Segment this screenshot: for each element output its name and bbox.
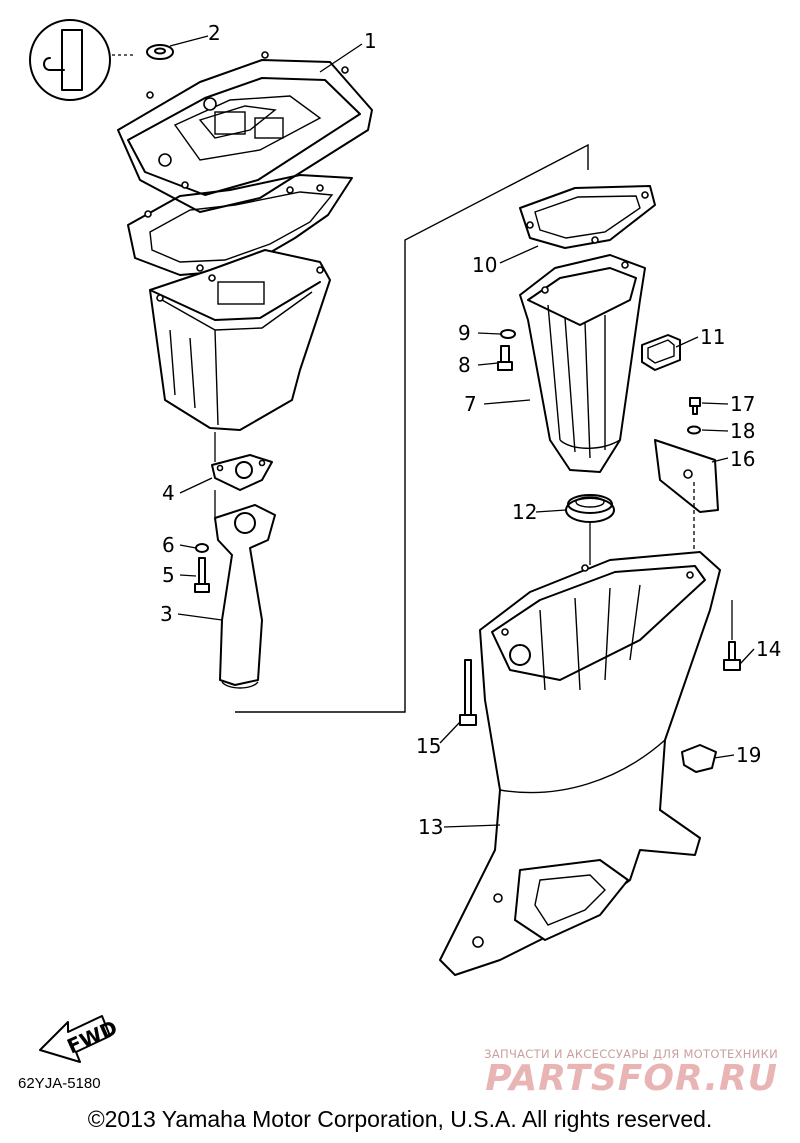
part-6-washer xyxy=(195,543,209,553)
callout-10: 10 xyxy=(472,253,497,277)
callout-5: 5 xyxy=(162,563,175,587)
part-number-labels: 1 2 3 4 5 6 7 8 9 10 11 12 13 14 15 16 1… xyxy=(160,21,781,839)
callout-leaders xyxy=(169,35,755,828)
callout-15: 15 xyxy=(416,734,441,758)
part-11-damper xyxy=(641,334,681,371)
part-17-bolt xyxy=(689,397,701,415)
part-5-bolt xyxy=(194,557,210,593)
callout-12: 12 xyxy=(512,500,537,524)
callout-7: 7 xyxy=(464,392,477,416)
part-oil-pan xyxy=(149,249,331,431)
part-14-bolt xyxy=(723,600,741,671)
fwd-arrow-icon: FWD xyxy=(39,1015,121,1063)
detail-inset xyxy=(29,19,136,101)
exploded-parts-diagram: FWD 1 2 3 4 5 6 7 8 9 10 11 12 13 xyxy=(29,19,781,1063)
assembly-divider-line xyxy=(235,143,589,713)
callout-16: 16 xyxy=(730,447,755,471)
part-15-bolt xyxy=(459,659,477,726)
callout-17: 17 xyxy=(730,392,755,416)
part-7-oil-pan xyxy=(519,254,646,473)
callout-11: 11 xyxy=(700,325,725,349)
part-4-gasket xyxy=(211,432,273,491)
callout-13: 13 xyxy=(418,815,443,839)
callout-19: 19 xyxy=(736,743,761,767)
part-8-bolt xyxy=(497,345,513,371)
part-3-exhaust-pipe xyxy=(214,490,276,689)
diagram-code: 62YJA-5180 xyxy=(18,1075,101,1092)
part-12-seal xyxy=(565,494,615,565)
callout-14: 14 xyxy=(756,637,781,661)
callout-8: 8 xyxy=(458,353,471,377)
part-18-washer xyxy=(687,425,701,435)
callout-3: 3 xyxy=(160,602,173,626)
part-10-gasket xyxy=(519,185,656,249)
callout-6: 6 xyxy=(162,533,175,557)
callout-18: 18 xyxy=(730,419,755,443)
copyright-notice: ©2013 Yamaha Motor Corporation, U.S.A. A… xyxy=(87,1106,713,1132)
part-13-upper-case xyxy=(439,551,721,976)
watermark-tagline: ЗАПЧАСТИ И АКСЕССУАРЫ ДЛЯ МОТОТЕХНИКИ xyxy=(484,1047,778,1061)
callout-1: 1 xyxy=(364,29,377,53)
part-9-washer xyxy=(500,329,516,339)
part-19-grommet xyxy=(681,744,717,773)
callout-9: 9 xyxy=(458,321,471,345)
part-1-exhaust-guide xyxy=(117,51,373,213)
callout-2: 2 xyxy=(208,21,221,45)
watermark-logo: PARTSFOR.RU xyxy=(485,1058,778,1099)
upper-gasket xyxy=(127,174,353,276)
callout-4: 4 xyxy=(162,481,175,505)
part-2-washer xyxy=(146,44,174,60)
